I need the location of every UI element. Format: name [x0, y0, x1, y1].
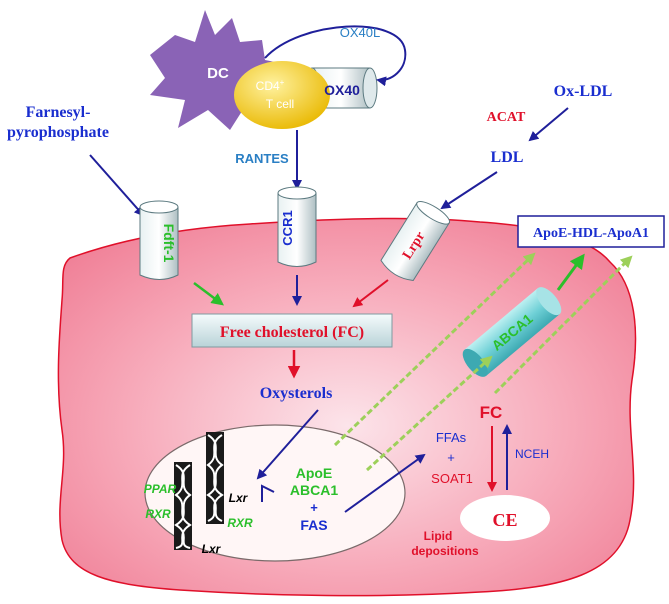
dna-helix-left	[174, 462, 192, 550]
lrpr-fc-arrow	[352, 279, 389, 308]
oxysterols-label: Oxysterols	[260, 385, 333, 402]
ox40l-label: OX40L	[340, 25, 380, 40]
abca1-gene-label: ABCA1	[290, 482, 338, 498]
ox40l-arrow	[264, 25, 407, 87]
t-cell-label: T cell	[266, 97, 294, 111]
rantes-label: RANTES	[235, 151, 289, 166]
lipid-label: Lipid	[424, 529, 453, 543]
pyrophosphate-label: pyrophosphate	[7, 124, 109, 141]
nceh-label: NCEH	[515, 447, 549, 461]
transcription-start-icon	[261, 484, 275, 502]
ppar-label: PPAR	[144, 482, 177, 496]
ox-ldl-label: Ox-LDL	[554, 83, 613, 100]
ffas-label: FFAs	[436, 430, 467, 445]
ox-ldl-arrow	[528, 107, 569, 142]
ccr1-receptor: CCR1	[277, 186, 317, 267]
apoe-hdl-apoa1-label: ApoE-HDL-ApoA1	[533, 226, 649, 241]
acat-label: ACAT	[487, 110, 526, 125]
ccr1-label: CCR1	[280, 210, 295, 245]
ce-lipid-droplet	[460, 495, 550, 541]
ox40-label: OX40	[324, 82, 360, 98]
dna-helix-right	[206, 432, 224, 524]
fc-label: FC	[480, 403, 503, 422]
lxr-top-label: Lxr	[229, 491, 249, 505]
free-cholesterol-box	[191, 313, 393, 348]
fdft1-label: Fdft-1	[161, 224, 177, 263]
dc-label: DC	[207, 65, 229, 82]
cd4-t-cell	[234, 61, 330, 129]
abca1-hdl-arrow	[556, 253, 585, 291]
depositions-label: depositions	[411, 544, 479, 558]
free-cholesterol-label: Free cholesterol (FC)	[220, 324, 364, 341]
nucleus-plus-label: +	[310, 500, 318, 515]
ce-label: CE	[492, 510, 517, 530]
apoe-hdl-apoa1-box	[517, 215, 665, 248]
fdft1-fc-arrow	[193, 282, 224, 306]
ffas-plus-label: +	[447, 450, 455, 465]
apoe-label: ApoE	[296, 465, 333, 481]
ldl-label: LDL	[491, 149, 524, 166]
rxr-left-label: RXR	[145, 507, 171, 521]
fas-label: FAS	[300, 517, 327, 533]
oxysterols-lxr-arrow	[256, 409, 319, 480]
rxr-right-label: RXR	[227, 516, 253, 530]
dashed-efflux-arrows	[333, 252, 633, 472]
farnesyl-arrow	[89, 154, 145, 217]
ldl-arrow	[440, 171, 498, 210]
fas-ffas-arrow	[344, 453, 426, 513]
lrpr-receptor: Lrpr	[380, 200, 451, 282]
abca1-receptor: ABCA1	[462, 287, 562, 377]
cd4-label: CD4+	[256, 78, 285, 93]
lxr-bottom-label: Lxr	[202, 542, 222, 556]
farnesyl-label: Farnesyl-	[26, 104, 91, 121]
fdft1-receptor: Fdft-1	[139, 200, 179, 280]
soat1-label: SOAT1	[431, 471, 473, 486]
